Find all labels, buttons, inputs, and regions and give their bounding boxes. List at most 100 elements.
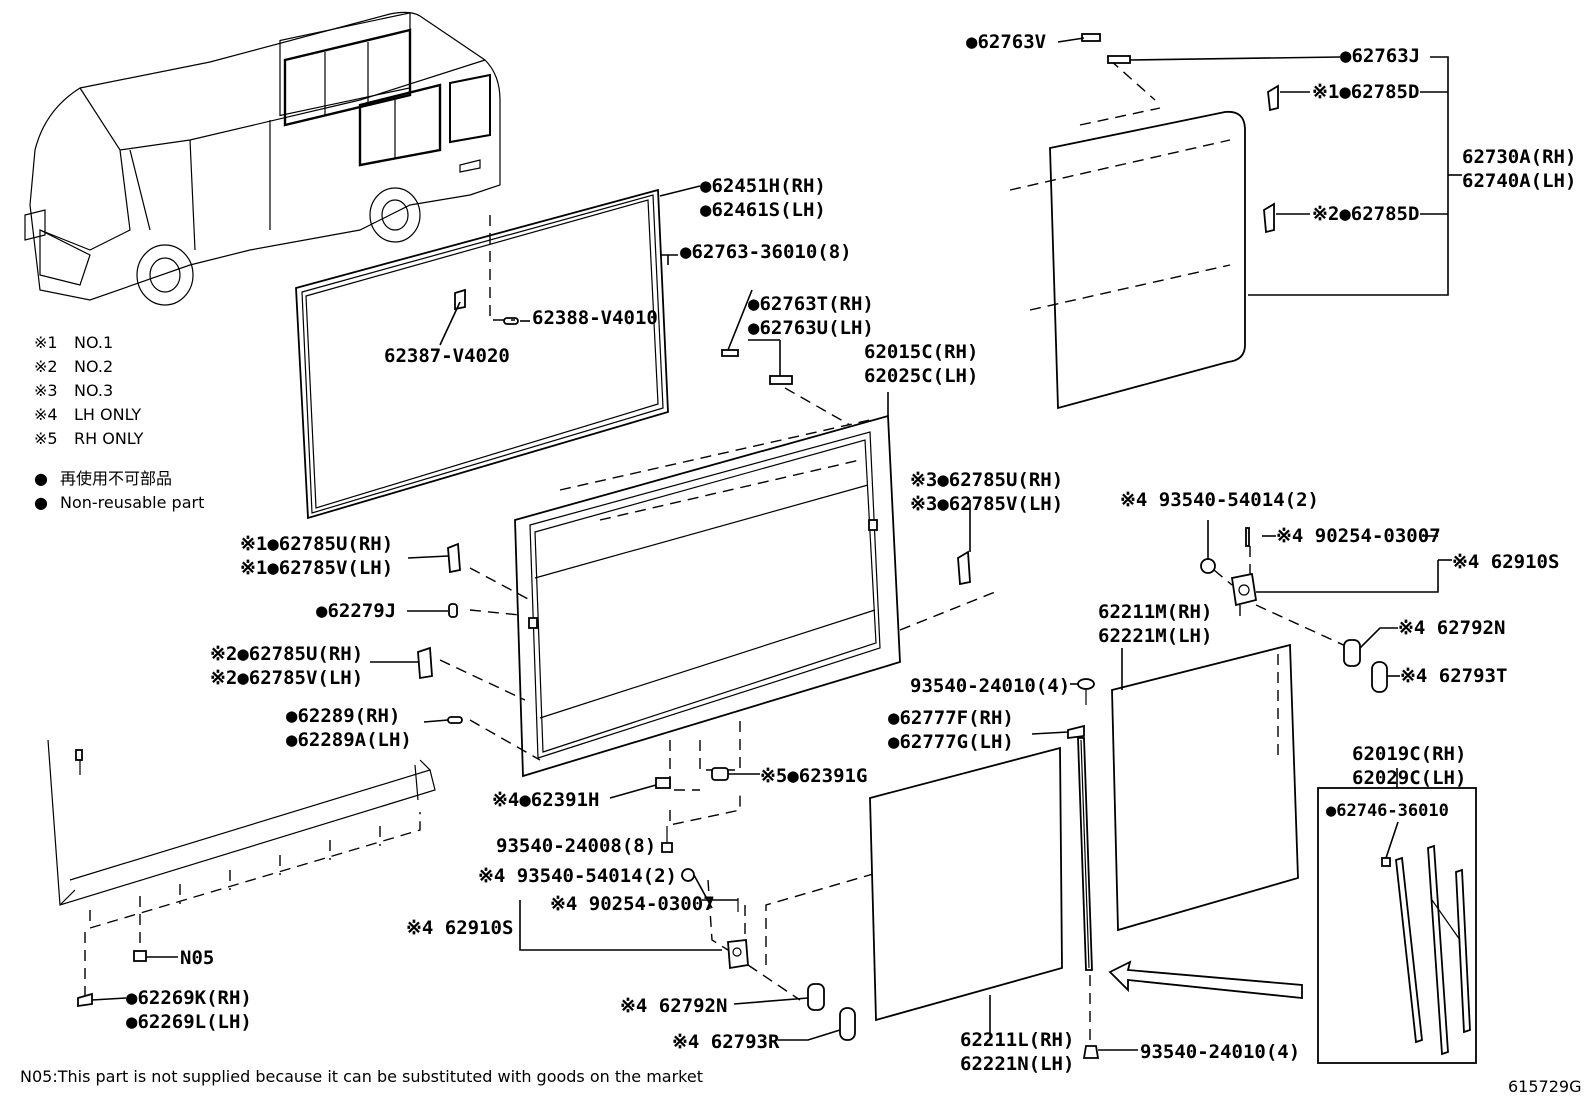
frame-bolt-left — [528, 617, 538, 629]
label-62763-36010: ●62763-36010(8) — [680, 241, 852, 263]
direction-arrow — [1108, 960, 1303, 999]
bolt-93540-54014-upper — [1200, 558, 1216, 574]
frame-bolt-right — [868, 519, 878, 531]
stopper-62391g — [711, 767, 729, 781]
inset-box — [1317, 787, 1477, 1064]
label-62289: ●62289(RH) — [286, 705, 400, 727]
legend-text-2: NO.2 — [74, 357, 113, 376]
legend-dot-2: ● — [34, 493, 48, 512]
label-62763u: ●62763U(LH) — [748, 317, 874, 339]
label-62025c: 62025C(LH) — [864, 365, 978, 387]
plate-62792n-lower — [807, 983, 825, 1011]
lower-center-hardware — [519, 767, 881, 1041]
pin-90254-03007-upper — [1245, 527, 1250, 547]
label-62785d-no2: ※2●62785D — [1312, 203, 1419, 225]
pin-62279j — [448, 603, 458, 618]
label-62279j: ●62279J — [316, 600, 396, 622]
knob-62793r — [839, 1007, 856, 1041]
label-62211m: 62211M(RH) — [1098, 601, 1212, 623]
stopper-62388 — [503, 317, 519, 325]
channel-strip-3 — [1455, 868, 1471, 1034]
label-62792n-upper: ※4 62792N — [1398, 617, 1505, 639]
spacer-62785u-no2 — [417, 646, 433, 680]
label-90254-03007-lower: ※4 90254-03007 — [550, 893, 715, 915]
clip-62289 — [447, 716, 463, 724]
part-n05 — [133, 950, 147, 962]
knob-62793t — [1371, 661, 1388, 693]
label-62387: 62387-V4020 — [384, 345, 510, 367]
legend-mark-1: ※1 — [34, 333, 58, 352]
label-62785u-no2: ※2●62785U(RH) — [210, 643, 363, 665]
frame-spacers — [370, 500, 971, 724]
legend-text-1: NO.1 — [74, 333, 113, 352]
clip-62777f — [1067, 724, 1085, 740]
screw-93540-24010-bottom — [1082, 1045, 1100, 1059]
label-62221m: 62221M(LH) — [1098, 625, 1212, 647]
bolt-93540-54014-lower — [681, 868, 695, 882]
sliding-window-frame — [439, 414, 1001, 826]
label-62910s-upper: ※4 62910S — [1452, 551, 1559, 573]
label-62785u-no3: ※3●62785U(RH) — [910, 469, 1063, 491]
legend-non-reusable-jp: 再使用不可部品 — [60, 469, 172, 488]
sliding-glass-panes — [869, 643, 1303, 1059]
clip-62763t — [769, 375, 793, 385]
clip-62763v — [1081, 33, 1101, 42]
legend: ※1 NO.1 ※2 NO.2 ※3 NO.3 ※4 LH ONLY ※5 RH… — [34, 333, 204, 512]
label-62461s: ●62461S(LH) — [700, 199, 826, 221]
label-62785v-no3: ※3●62785V(LH) — [910, 493, 1063, 515]
label-62451h: ●62451H(RH) — [700, 175, 826, 197]
spacer-62785u-no1 — [447, 542, 461, 574]
plate-62792n-upper — [1343, 639, 1361, 667]
channel-strip-1 — [1395, 856, 1423, 1044]
label-62910s-lower: ※4 62910S — [406, 917, 513, 939]
label-62391g: ※5●62391G — [760, 765, 867, 787]
label-62289a: ●62289A(LH) — [286, 729, 412, 751]
label-93540-24008: 93540-24008(8) — [496, 835, 656, 857]
leader-62785u-no1 — [407, 555, 449, 559]
label-62029c: 62029C(LH) — [1352, 767, 1466, 789]
label-93540-54014-upper: ※4 93540-54014(2) — [1120, 489, 1319, 511]
weatherstrip-assembly — [295, 188, 669, 520]
label-62391h: ※4●62391H — [492, 789, 599, 811]
legend-text-3: NO.3 — [74, 381, 113, 400]
channel-inset — [1317, 768, 1477, 1064]
spacer-62785u-no3 — [957, 550, 971, 586]
legend-dot-1: ● — [34, 469, 48, 488]
label-62730a: 62730A(RH) — [1462, 146, 1576, 168]
glass-62211m — [1111, 643, 1299, 932]
upper-glass-panel — [1049, 110, 1246, 410]
legend-text-4: LH ONLY — [74, 405, 141, 424]
label-62221n: 62221N(LH) — [960, 1053, 1074, 1075]
footnote: N05:This part is not supplied because it… — [20, 1067, 703, 1086]
label-93540-24010-bottom: 93540-24010(4) — [1140, 1041, 1300, 1063]
label-62211l: 62211L(RH) — [960, 1029, 1074, 1051]
label-62785v-no1: ※1●62785V(LH) — [240, 557, 393, 579]
label-62388: 62388-V4010 — [532, 307, 658, 329]
weatherstrip-frame — [295, 188, 669, 520]
label-62763v: ●62763V — [966, 31, 1046, 53]
label-62740a: 62740A(LH) — [1462, 170, 1576, 192]
label-62269l: ●62269L(LH) — [126, 1011, 252, 1033]
label-n05: N05 — [180, 947, 214, 969]
clip-62746 — [1381, 857, 1391, 867]
label-62785d-no1: ※1●62785D — [1312, 81, 1419, 103]
screw-93540-24008 — [661, 842, 673, 853]
label-62785u-no1: ※1●62785U(RH) — [240, 533, 393, 555]
label-62015c: 62015C(RH) — [864, 341, 978, 363]
channel-strip-2 — [1427, 844, 1449, 1056]
stopper-62391h — [655, 777, 671, 789]
upper-glass-assembly — [1009, 33, 1462, 410]
legend-mark-3: ※3 — [34, 381, 58, 400]
upper-latch-hardware — [1200, 520, 1452, 693]
legend-text-5: RH ONLY — [74, 429, 144, 448]
lower-rail — [47, 739, 436, 1008]
rail-end-clip — [75, 749, 83, 761]
clip-62763-36010 — [721, 349, 739, 357]
stopper-62387 — [454, 288, 466, 311]
channel-clips — [721, 289, 851, 426]
screw-93540-24010-top — [1077, 678, 1095, 690]
spacer-no2 — [1263, 202, 1275, 234]
label-93540-24010-top: 93540-24010(4) — [910, 675, 1070, 697]
